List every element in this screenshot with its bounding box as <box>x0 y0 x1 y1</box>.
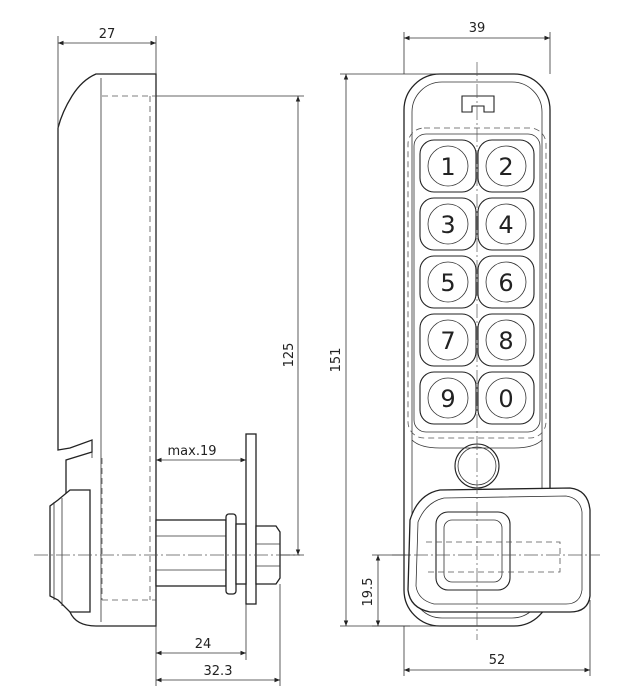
key-8-label: 8 <box>498 327 513 355</box>
side-washer <box>225 513 237 595</box>
key-0[interactable] <box>477 371 535 425</box>
front-view: 1 2 3 4 5 6 7 8 <box>392 62 600 640</box>
side-spindle <box>155 519 227 587</box>
dim-24-label: 24 <box>195 637 212 652</box>
key-2[interactable] <box>477 139 535 193</box>
dim-max19-label: max.19 <box>168 444 217 459</box>
key-4[interactable] <box>477 197 535 251</box>
side-nut-a <box>235 523 247 585</box>
front-logo-icon <box>461 95 495 113</box>
key-5-label: 5 <box>440 269 455 297</box>
key-8[interactable] <box>477 313 535 367</box>
key-6-ring <box>485 261 527 303</box>
key-4-label: 4 <box>498 211 513 239</box>
key-6-label: 6 <box>498 269 513 297</box>
side-cam-plate <box>245 433 257 605</box>
key-4-ring <box>485 203 527 245</box>
key-9[interactable] <box>419 371 477 425</box>
key-6[interactable] <box>477 255 535 309</box>
dim-39-label: 39 <box>469 21 486 36</box>
key-1-ring <box>427 145 469 187</box>
key-3-ring <box>427 203 469 245</box>
key-8-ring <box>485 319 527 361</box>
dim-27-label: 27 <box>99 27 116 42</box>
dim-32-label: 32.3 <box>204 664 233 679</box>
key-5-ring <box>427 261 469 303</box>
key-9-label: 9 <box>440 385 455 413</box>
key-7-ring <box>427 319 469 361</box>
front-dimensions: 39 151 19.5 52 <box>329 21 591 676</box>
key-1-label: 1 <box>440 153 455 181</box>
front-latch-inner <box>415 495 583 605</box>
key-0-ring <box>485 377 527 419</box>
side-knob <box>49 489 91 613</box>
front-thumb-turn-inner <box>443 519 503 583</box>
key-0-label: 0 <box>498 385 513 413</box>
key-2-label: 2 <box>498 153 513 181</box>
keypad-keys: 1 2 3 4 5 6 7 8 <box>419 139 535 425</box>
key-7-label: 7 <box>440 327 455 355</box>
key-3[interactable] <box>419 197 477 251</box>
dim-195-label: 19.5 <box>361 578 376 607</box>
key-1[interactable] <box>419 139 477 193</box>
key-9-ring <box>427 377 469 419</box>
side-view <box>34 73 300 627</box>
front-hidden-cam <box>426 541 561 573</box>
dim-52-label: 52 <box>489 653 506 668</box>
dim-151-label: 151 <box>329 348 344 373</box>
key-2-ring <box>485 145 527 187</box>
dim-125-label: 125 <box>282 343 297 368</box>
key-7[interactable] <box>419 313 477 367</box>
front-thumb-turn[interactable] <box>435 511 511 591</box>
side-dimensions: 27 125 max.19 24 32.3 <box>57 27 304 686</box>
key-5[interactable] <box>419 255 477 309</box>
key-3-label: 3 <box>440 211 455 239</box>
front-latch-housing <box>407 487 591 613</box>
